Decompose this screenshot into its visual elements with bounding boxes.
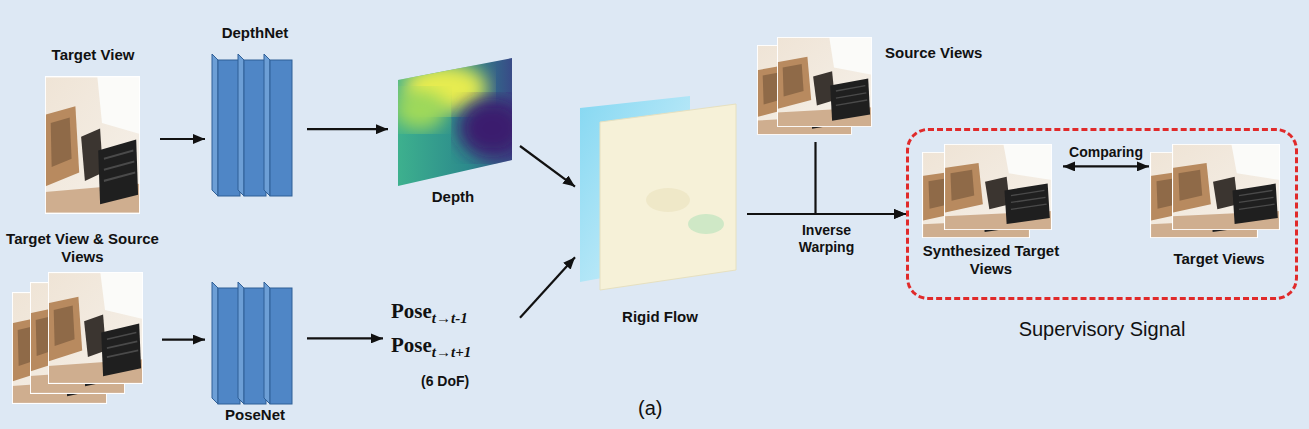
depth-map-node: Depth <box>388 50 520 210</box>
network-layers <box>212 54 292 196</box>
node-label: Target View & Source Views <box>5 230 160 266</box>
photo-stack <box>12 272 143 404</box>
pose-output: Poset→t-1Poset→t+1(6 DoF) <box>383 298 520 397</box>
arrow-connector <box>162 339 205 341</box>
source-views-photos <box>757 37 872 135</box>
node-label: Target Views <box>1149 250 1289 268</box>
rigid-flow-map <box>600 104 736 290</box>
arrow-connector <box>160 138 205 140</box>
node-label: PoseNet <box>205 406 305 424</box>
pose-line: Poset→t+1 <box>391 332 520 366</box>
rigid-flow-map <box>646 188 690 212</box>
network-layers <box>270 60 292 196</box>
pose-subscript: t→t+1 <box>432 344 471 360</box>
node-label: DepthNet <box>205 24 305 42</box>
network-layers <box>238 54 244 196</box>
arrow-connector <box>520 146 575 187</box>
arrow-connector <box>1063 165 1149 167</box>
network-layers <box>270 288 292 404</box>
rigid-flow-map <box>580 96 736 290</box>
network-layers <box>264 282 270 404</box>
target-view-photo <box>45 76 140 214</box>
image-stack-node: Target Views <box>1149 136 1291 288</box>
node-label: Target View <box>28 46 158 64</box>
network-layers <box>212 54 218 196</box>
node-label: Synthesized Target Views <box>921 242 1061 278</box>
image-stack-node: Target View & Source Views <box>5 228 162 408</box>
rigid-flow-map <box>688 214 724 234</box>
arrow-connector <box>307 337 383 339</box>
pose-line: (6 DoF) <box>391 366 520 395</box>
depth-map <box>390 50 526 190</box>
synthesized-photos <box>944 144 1052 230</box>
depth-map <box>394 90 446 130</box>
box-heading: Supervisory Signal <box>909 317 1295 341</box>
source-views-photos <box>777 37 872 127</box>
network-layers <box>212 282 218 404</box>
node-label: Source Views <box>885 44 1000 62</box>
pose-text: Pose <box>391 299 432 323</box>
network-layers <box>218 288 240 404</box>
flow-map-node: Rigid Flow <box>575 100 747 328</box>
target-photos <box>1172 144 1280 230</box>
arrow-connector <box>816 142 907 214</box>
image-stack-node: Source Views <box>750 30 1002 142</box>
network-layers <box>244 60 266 196</box>
photo-stack <box>48 272 143 384</box>
node-label: Rigid Flow <box>575 308 745 326</box>
network-layers <box>212 282 292 404</box>
target-view-photo <box>45 76 140 214</box>
arrow-connector <box>520 257 575 318</box>
network-block: DepthNet <box>205 20 307 202</box>
image-node: Target View <box>28 40 160 220</box>
synthesized-photos <box>922 144 1052 238</box>
edge-label: Inverse Warping <box>780 222 874 256</box>
subfigure-label: (a) <box>638 396 662 420</box>
network-layers <box>238 282 244 404</box>
pose-text: Pose <box>391 333 432 357</box>
network-layers <box>264 54 270 196</box>
edge-label: Comparing <box>1067 144 1145 161</box>
pose-subscript: t→t-1 <box>432 310 468 326</box>
image-stack-node: Synthesized Target Views <box>921 136 1063 288</box>
network-layers <box>244 288 266 404</box>
arrow-connector <box>307 128 388 130</box>
target-photos <box>1150 144 1280 238</box>
depth-map <box>458 98 526 158</box>
network-layers <box>218 60 240 196</box>
node-label: Depth <box>388 188 518 206</box>
dof-note: (6 DoF) <box>421 373 469 389</box>
network-block: PoseNet <box>205 280 307 426</box>
pose-line: Poset→t-1 <box>391 298 520 332</box>
